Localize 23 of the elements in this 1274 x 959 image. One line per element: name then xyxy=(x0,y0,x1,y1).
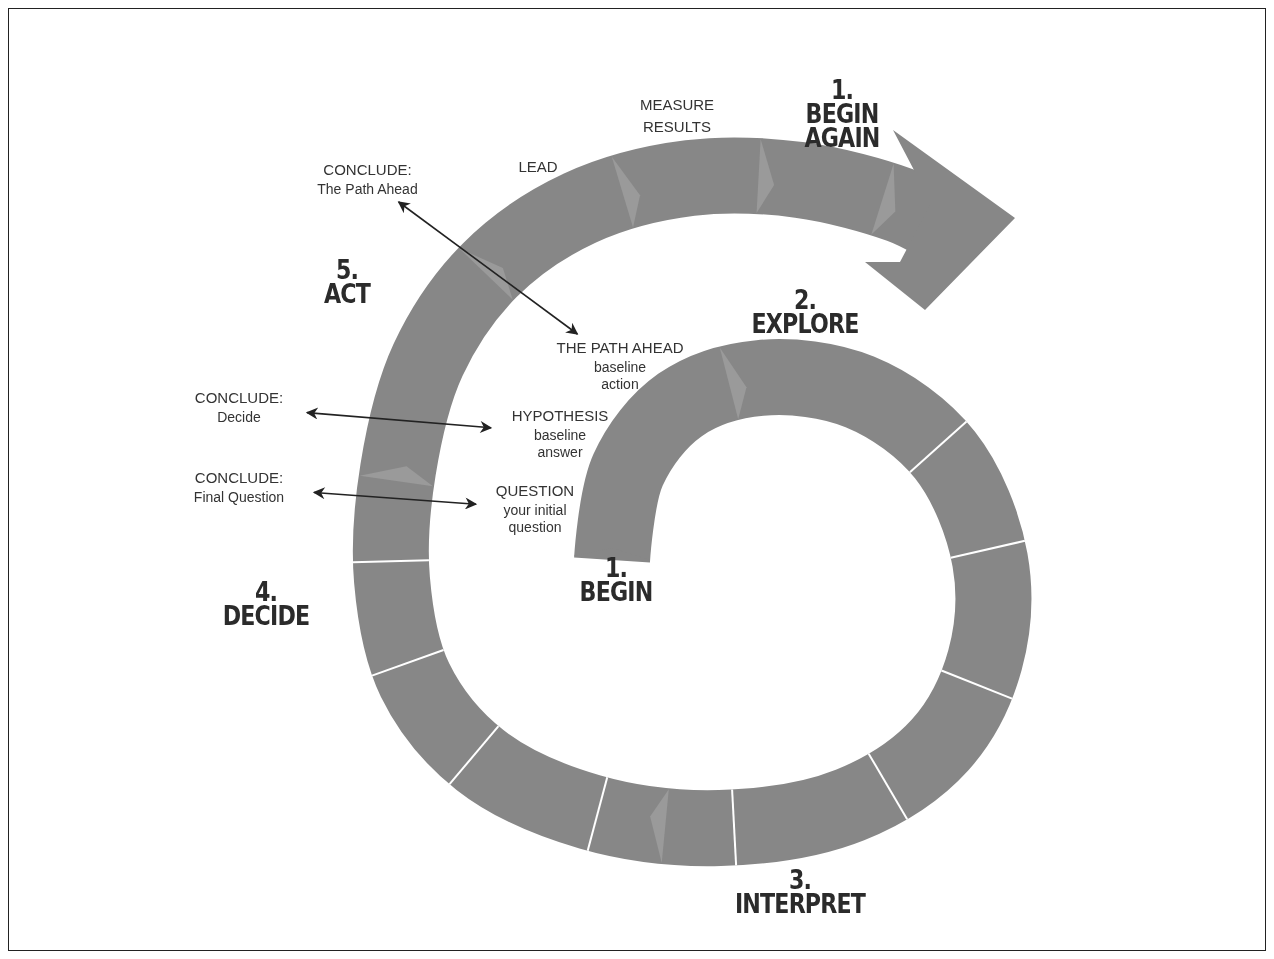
double-arrow xyxy=(312,487,478,510)
step-heading: CONCLUDE: xyxy=(193,468,285,487)
stage-label: 5. ACT xyxy=(324,258,370,306)
double-arrow xyxy=(397,201,579,335)
step-heading: CONCLUDE: xyxy=(322,160,413,179)
step-heading: THE PATH AHEAD xyxy=(555,338,685,357)
stage-label: 4. DECIDE xyxy=(222,580,310,628)
step-note: The Path Ahead xyxy=(316,181,419,198)
step-note: Final Question xyxy=(192,489,286,506)
step-heading: CONCLUDE: xyxy=(193,388,285,407)
step-note: baseline action xyxy=(592,359,648,393)
stage-label: 1. BEGIN AGAIN xyxy=(804,78,880,150)
step-heading: QUESTION xyxy=(494,481,576,500)
stage-label: 1. BEGIN xyxy=(579,556,653,604)
step-heading: HYPOTHESIS xyxy=(510,406,610,425)
step-label: LEAD xyxy=(518,157,558,177)
step-note: baseline answer xyxy=(532,427,588,461)
stage-label: 3. INTERPRET xyxy=(734,868,866,916)
double-arrow xyxy=(305,407,493,433)
stage-label: 2. EXPLORE xyxy=(751,288,859,336)
step-note: your initial question xyxy=(502,502,568,536)
step-label: MEASURE RESULTS xyxy=(639,95,715,137)
step-note: Decide xyxy=(216,409,262,426)
